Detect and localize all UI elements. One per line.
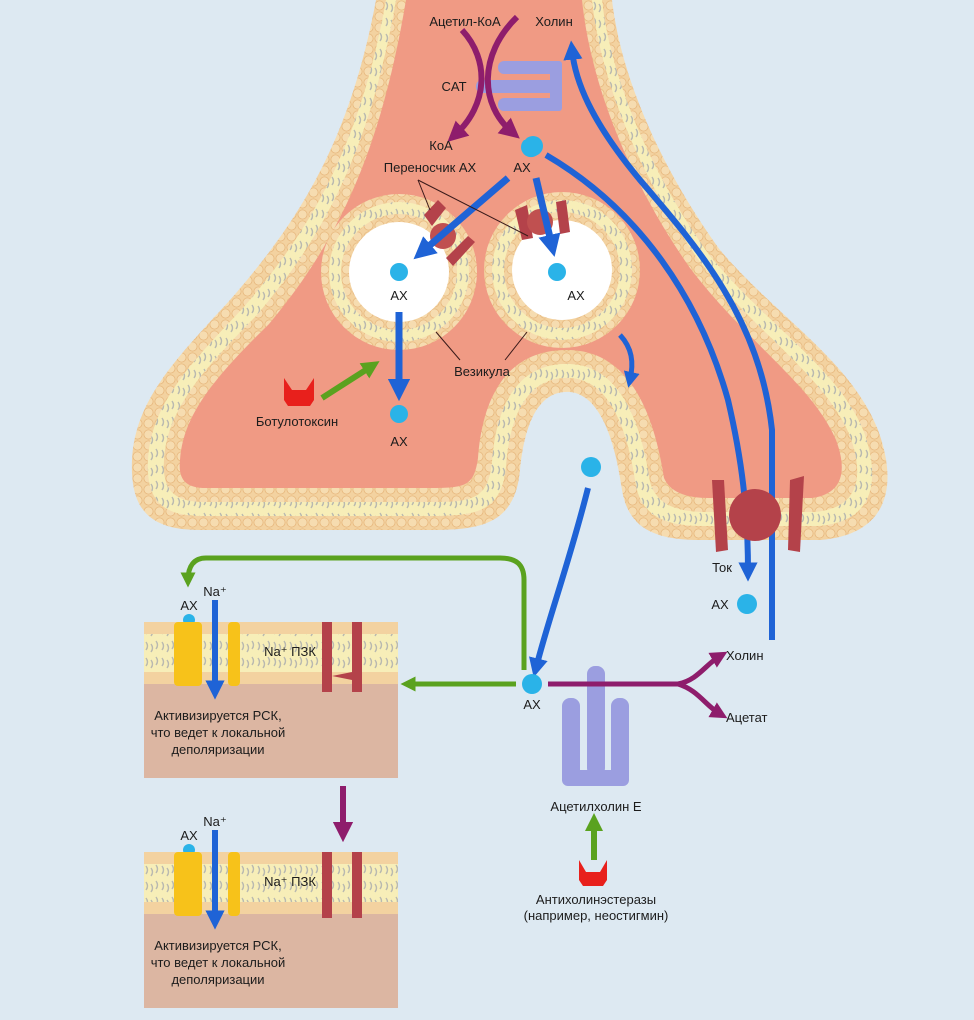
label-ach-transporter: Переносчик АХ bbox=[384, 160, 477, 175]
label-ach-cytoplasm: АХ bbox=[513, 160, 531, 175]
choline-product-arrow bbox=[677, 651, 728, 687]
cat-enzyme bbox=[476, 61, 562, 111]
label-ach-panel-2: АХ bbox=[180, 828, 198, 843]
label-na-1: Na⁺ bbox=[203, 584, 226, 599]
label-ach-vesicle-right: АХ bbox=[567, 288, 585, 303]
panel-2-text-line2: что ведет к локальной bbox=[151, 955, 286, 970]
label-ach-vesicle-left: АХ bbox=[390, 288, 408, 303]
anticholinesterase-icon bbox=[579, 860, 607, 886]
label-ach-panel-1: АХ bbox=[180, 598, 198, 613]
label-ach-reuptake: АХ bbox=[711, 597, 729, 612]
nicotinic-receptor-2 bbox=[174, 852, 202, 916]
postsynaptic-panel-2 bbox=[144, 830, 398, 1008]
label-ach-released: АХ bbox=[390, 434, 408, 449]
choline-transporter bbox=[712, 476, 804, 552]
panel-1-text-line3: деполяризации bbox=[171, 742, 264, 757]
label-ach-cleft: АХ bbox=[523, 697, 541, 712]
choline-reuptake-arrow bbox=[563, 40, 775, 640]
label-na-2: Na⁺ bbox=[203, 814, 226, 829]
acetylcholinesterase-enzyme bbox=[562, 666, 629, 786]
na-channel-2 bbox=[322, 852, 362, 918]
na-channel-1 bbox=[322, 622, 362, 692]
ach-transporter-molecule bbox=[737, 594, 757, 614]
panel-1-text-line2: что ведет к локальной bbox=[151, 725, 286, 740]
ach-vesicle-right-molecule bbox=[548, 263, 566, 281]
ach-cytoplasm-dot bbox=[523, 136, 543, 156]
botulinum-inhibit-arrow bbox=[320, 361, 380, 401]
acetyl-coa-to-coa-arrow bbox=[447, 27, 485, 142]
panel-2-text-line1: Активизируется РСК, bbox=[154, 938, 281, 953]
nicotinic-receptor-1 bbox=[174, 622, 202, 686]
label-current: Ток bbox=[712, 560, 732, 575]
panel-2-text-line3: деполяризации bbox=[171, 972, 264, 987]
transporter-leader-right bbox=[417, 179, 529, 237]
ach-released-molecule bbox=[390, 405, 408, 423]
acetate-product-arrow bbox=[677, 681, 728, 719]
label-cat: CAT bbox=[441, 79, 466, 94]
ach-cleft-molecule bbox=[581, 457, 601, 477]
ach-vesicle-left-molecule bbox=[390, 263, 408, 281]
vesicle-leader-right bbox=[504, 331, 528, 361]
label-channel-1: Na⁺ ПЗК bbox=[264, 644, 316, 659]
label-coa: КоА bbox=[429, 138, 453, 153]
label-acetate: Ацетат bbox=[726, 710, 768, 725]
ach-to-receptor-arrow bbox=[529, 487, 591, 678]
ach-receptor-molecule bbox=[522, 674, 542, 694]
label-channel-2: Na⁺ ПЗК bbox=[264, 874, 316, 889]
label-choline-cleft: Холин bbox=[726, 648, 764, 663]
transporter-leader-left bbox=[417, 179, 431, 211]
vesicle-leader-left bbox=[435, 331, 461, 361]
label-vesicle: Везикула bbox=[454, 364, 510, 379]
label-acetyl-coa: Ацетил-КоА bbox=[429, 14, 501, 29]
vesicle-fusion-arrow bbox=[618, 333, 640, 388]
label-anticholinesterase: Антихолинэстеразы bbox=[536, 892, 656, 907]
ach-to-vesicle-right-arrow bbox=[532, 177, 561, 257]
choline-to-ach-arrow bbox=[484, 14, 520, 139]
label-acetylcholinesterase: Ацетилхолин Е bbox=[550, 799, 642, 814]
label-botulinum: Ботулотоксин bbox=[256, 414, 338, 429]
ach-to-vesicle-left-arrow bbox=[413, 175, 511, 260]
postsynaptic-panel-1 bbox=[144, 600, 398, 778]
label-anticholinesterase-example: (например, неостигмин) bbox=[524, 908, 669, 923]
panel-1-text-line1: Активизируется РСК, bbox=[154, 708, 281, 723]
ach-to-receptor-green-arrow bbox=[180, 555, 527, 670]
label-choline-top: Холин bbox=[535, 14, 573, 29]
botulinum-toxin-icon bbox=[284, 378, 314, 406]
